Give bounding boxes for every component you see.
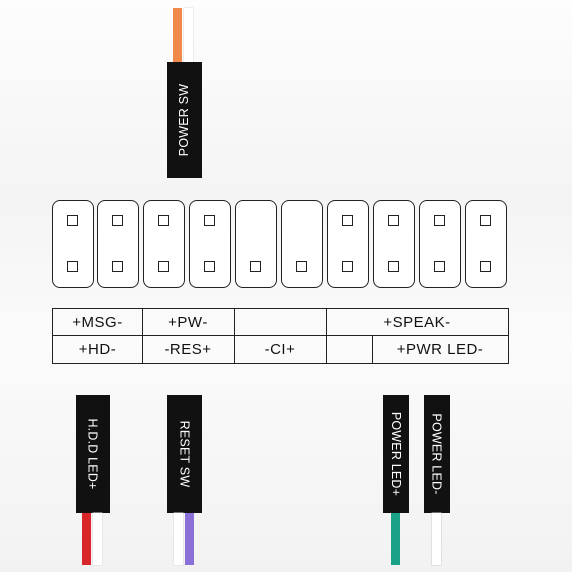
- power-led-plus-connector: POWER LED+: [383, 395, 409, 513]
- pin: [342, 261, 353, 272]
- table-divider: [53, 335, 508, 336]
- reset-sw-wire-white: [174, 513, 183, 565]
- pin: [250, 261, 261, 272]
- table-divider: [326, 335, 327, 363]
- label-hd: +HD-: [78, 340, 117, 358]
- label-res: -RES+: [164, 340, 212, 358]
- pin: [296, 261, 307, 272]
- pin: [158, 261, 169, 272]
- pin: [112, 261, 123, 272]
- power-led-minus-connector: POWER LED-: [424, 395, 450, 513]
- pin: [434, 215, 445, 226]
- power-sw-label: POWER SW: [177, 83, 192, 157]
- power-sw-connector: POWER SW: [167, 62, 202, 178]
- pin-column-2: [97, 200, 139, 288]
- power-sw-wire-orange: [173, 8, 182, 66]
- label-speak: +SPEAK-: [383, 313, 451, 331]
- label-ci: -CI+: [264, 340, 296, 358]
- pin: [342, 215, 353, 226]
- table-divider: [142, 335, 143, 363]
- hdd-led-wire-white: [93, 513, 102, 565]
- pin-column-9: [419, 200, 461, 288]
- pin: [480, 215, 491, 226]
- pin: [112, 215, 123, 226]
- pin: [158, 215, 169, 226]
- label-msg: +MSG-: [72, 313, 123, 331]
- table-divider: [234, 335, 235, 363]
- label-pwr-led: +PWR LED-: [396, 340, 484, 358]
- pin: [67, 215, 78, 226]
- hdd-led-connector: H.D.D LED+: [76, 395, 110, 513]
- pin-column-5: [235, 200, 277, 288]
- reset-sw-connector: RESET SW: [167, 395, 202, 513]
- power-led-plus-wire: [391, 513, 400, 565]
- pin: [204, 261, 215, 272]
- hdd-led-wire-red: [82, 513, 91, 565]
- pin: [67, 261, 78, 272]
- power-sw-wire-white: [184, 8, 193, 66]
- pin: [388, 261, 399, 272]
- reset-sw-label: RESET SW: [177, 420, 192, 488]
- pin: [388, 215, 399, 226]
- table-divider: [234, 309, 235, 335]
- pin-column-4: [189, 200, 231, 288]
- table-divider: [142, 309, 143, 335]
- label-empty: [234, 309, 326, 335]
- pin-column-10: [465, 200, 507, 288]
- reset-sw-wire-purple: [185, 513, 194, 565]
- hdd-led-label: H.D.D LED+: [86, 418, 100, 490]
- pin-column-7: [327, 200, 369, 288]
- pin-column-1: [52, 200, 94, 288]
- table-divider: [372, 335, 373, 363]
- pin-column-3: [143, 200, 185, 288]
- power-led-minus-label: POWER LED-: [430, 413, 444, 495]
- pin-column-8: [373, 200, 415, 288]
- power-led-minus-wire: [432, 513, 441, 565]
- pin: [204, 215, 215, 226]
- label-empty: [326, 335, 372, 363]
- table-divider: [326, 309, 327, 335]
- power-led-plus-label: POWER LED+: [389, 411, 403, 497]
- pin: [480, 261, 491, 272]
- pin-label-table: +MSG- +PW- +SPEAK- +HD- -RES+ -CI+ +PWR …: [52, 308, 509, 364]
- pin-column-6: [281, 200, 323, 288]
- label-pw: +PW-: [168, 313, 208, 331]
- pin: [434, 261, 445, 272]
